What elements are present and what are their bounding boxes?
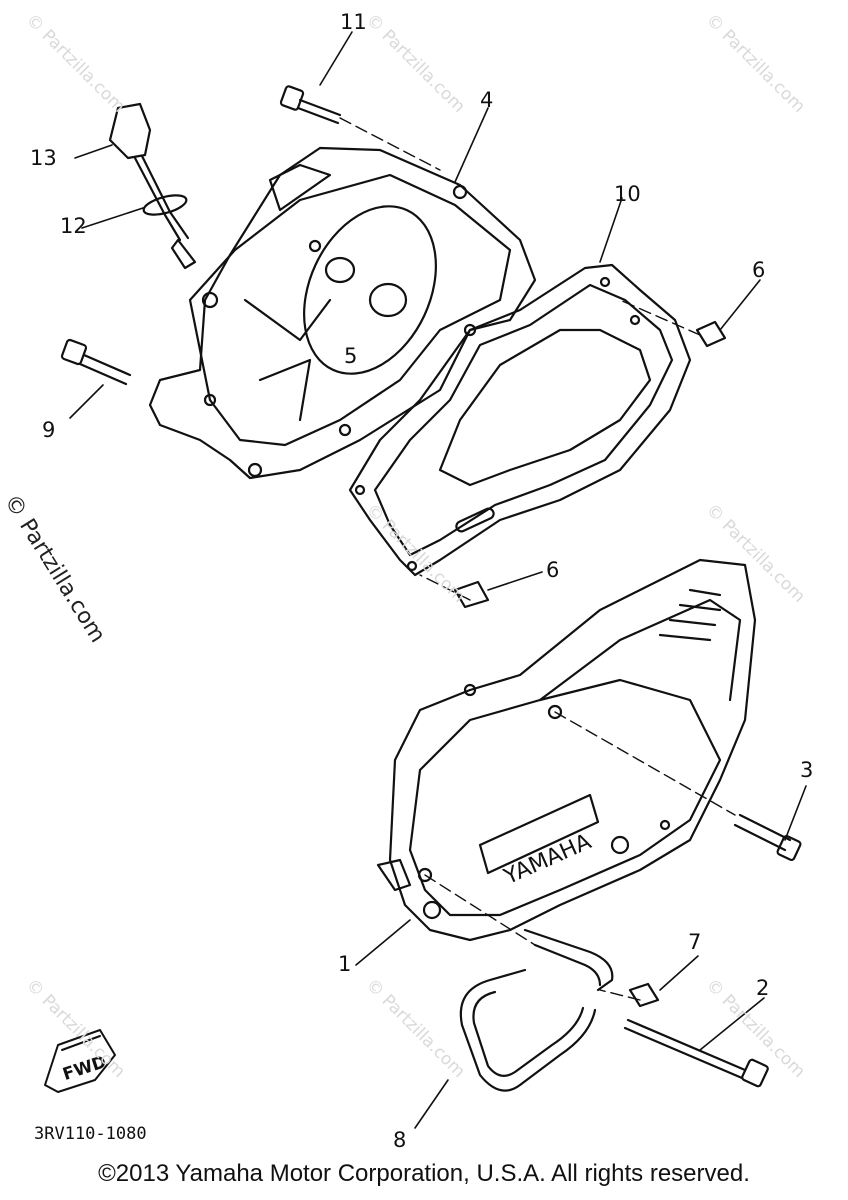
callout-10: 13 [30,146,57,170]
o-ring-part-11 [142,194,188,216]
bolt-part-8 [279,85,342,125]
callout-1: 1 [338,952,352,976]
callout-6-lower: 6 [546,558,560,582]
callout-9: 9 [42,418,56,442]
crankcase-cover-part-1: YAMAHA [376,558,757,942]
washer-part-13 [628,982,660,1008]
dowel-pin-part-6-lower [453,580,490,609]
bolt-part-2 [623,1018,769,1088]
bolt-part-9 [60,338,132,386]
hose-part-12 [459,928,614,1092]
callout-5: 5 [344,344,358,368]
callout-11: 12 [60,214,87,238]
callout-8: 11 [340,10,367,34]
callout-2: 2 [756,976,770,1000]
callout-3: 3 [800,758,814,782]
oil-level-gauge-part-10 [108,102,197,270]
callout-7: 10 [614,182,641,206]
bolt-part-3 [733,813,802,861]
callout-12: 8 [393,1128,407,1152]
callout-4: 4 [480,88,494,112]
callout-6-upper: 6 [752,258,766,282]
gasket-part-7 [348,263,692,577]
dowel-pin-part-6-upper [695,320,727,348]
alignment-lines [339,117,736,1001]
copyright-notice: ©2013 Yamaha Motor Corporation, U.S.A. A… [98,1160,750,1187]
crankcase-cover-part-4 [148,146,537,480]
leader-lines [69,31,807,1129]
diagram-code: 3RV110-1080 [34,1124,147,1144]
callout-13: 7 [688,930,702,954]
